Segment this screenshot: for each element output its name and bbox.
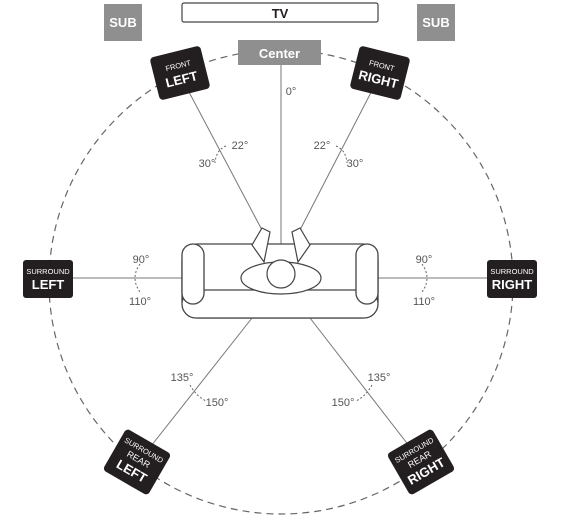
surround-left-line1: SURROUND — [26, 267, 70, 276]
sub-right-box — [417, 4, 455, 41]
rear-left-angle-150: 150° — [206, 397, 229, 409]
surround-left-speaker: SURROUND LEFT — [23, 260, 73, 298]
surround-right-line1: SURROUND — [490, 267, 534, 276]
front-right-arc — [335, 145, 348, 164]
sub-right: SUB — [417, 4, 455, 41]
rear-left-line — [139, 317, 253, 461]
front-right-angle-30: 30° — [347, 158, 364, 170]
front-left-angle-30: 30° — [199, 158, 216, 170]
surround-left-angle-90: 90° — [133, 254, 150, 266]
sub-left-label: SUB — [109, 15, 136, 30]
front-left-angle-22: 22° — [232, 140, 249, 152]
sofa-right-arm — [355, 243, 379, 305]
surround-right-line2: RIGHT — [492, 277, 533, 292]
tv-frame — [181, 2, 379, 23]
surround-right-box — [487, 260, 537, 298]
front-right-angle-22: 22° — [314, 140, 331, 152]
front-right-box — [350, 46, 410, 100]
front-left-line — [179, 74, 263, 231]
listener-right-leg — [291, 227, 311, 264]
tv: TV — [181, 2, 379, 23]
center-speaker: Center — [238, 40, 321, 65]
surround-left-line2: LEFT — [32, 277, 65, 292]
center-box — [238, 40, 321, 65]
sofa-left-arm — [181, 243, 205, 305]
rear-left-arc — [189, 384, 207, 402]
front-right-speaker: FRONT RIGHT — [350, 46, 410, 100]
front-right-line — [299, 74, 381, 231]
sub-left-box — [104, 4, 142, 41]
rear-left-speaker: SURROUND REAR LEFT — [103, 429, 171, 495]
listener-left-leg — [251, 227, 271, 264]
rear-left-angle-135: 135° — [171, 372, 194, 384]
angle-arcs — [134, 145, 428, 402]
surround-left-box — [23, 260, 73, 298]
rear-right-box — [387, 429, 455, 495]
surround-right-angle-110: 110° — [413, 296, 435, 308]
surround-right-angle-90: 90° — [416, 254, 433, 266]
front-left-box — [150, 46, 210, 100]
center-label: Center — [259, 46, 300, 61]
front-left-arc — [214, 145, 227, 164]
surround-left-angle-110: 110° — [129, 296, 151, 308]
center-angle-label: 0° — [286, 86, 297, 98]
sub-right-label: SUB — [422, 15, 449, 30]
direction-lines — [48, 65, 512, 461]
rear-right-angle-135: 135° — [368, 372, 391, 384]
surround-right-speaker: SURROUND RIGHT — [487, 260, 537, 298]
tv-label: TV — [272, 6, 289, 21]
rear-right-speaker: SURROUND REAR RIGHT — [387, 429, 455, 495]
sub-left: SUB — [104, 4, 142, 41]
front-left-speaker: FRONT LEFT — [150, 46, 210, 100]
listener — [240, 227, 322, 295]
listener-head — [266, 259, 296, 289]
rear-right-line — [309, 317, 421, 461]
rear-left-box — [103, 429, 171, 495]
rear-right-angle-150: 150° — [332, 397, 355, 409]
rear-right-arc — [355, 384, 373, 402]
